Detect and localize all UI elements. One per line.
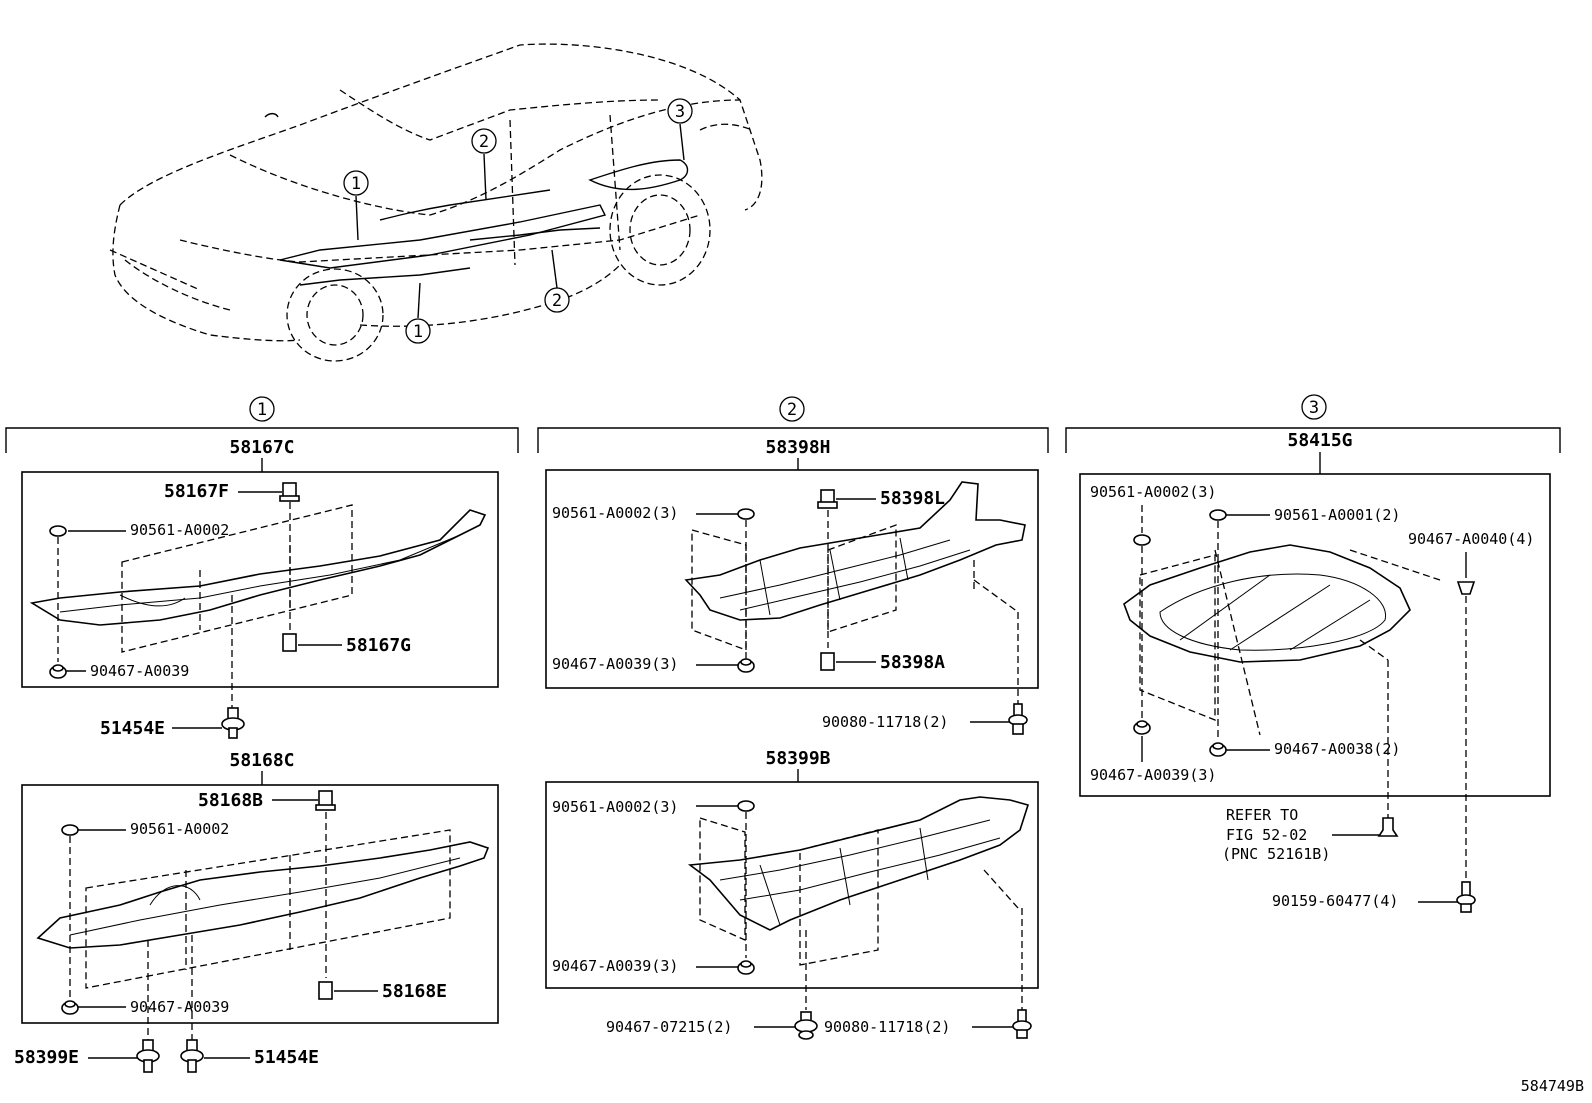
group-2: 2 58398H 90561-A0002(3) 58398L 90467-A00… [537, 396, 1049, 1040]
refer-line-1: REFER TO [1226, 806, 1298, 824]
clip-90080-11718-g2l [1012, 1009, 1032, 1039]
group-3-header: 58415G [1287, 430, 1352, 451]
clip-90467-a0039-g1 [49, 664, 67, 679]
clip-58168e [318, 981, 333, 1000]
cover-58415g [1123, 544, 1411, 663]
clip-90159-60477 [1456, 881, 1476, 913]
group-1-circle: 1 [249, 396, 275, 422]
clip-90467-a0039-g3 [1133, 720, 1151, 735]
label-90561-a0002-g3: 90561-A0002(3) [1090, 483, 1216, 501]
clip-51454e-g1 [221, 707, 245, 739]
car-callout-2-top: 2 [471, 128, 497, 154]
clip-90467-a0040 [1456, 581, 1476, 595]
svg-text:1: 1 [257, 400, 267, 420]
label-90080-11718-g2: 90080-11718(2) [822, 713, 948, 731]
label-51454e-g1l: 51454E [254, 1047, 319, 1068]
label-51454e-g1: 51454E [100, 718, 165, 739]
label-90467-a0039-g1: 90467-A0039 [90, 662, 189, 680]
refer-line-3: (PNC 52161B) [1222, 845, 1330, 863]
clip-58398l [817, 489, 838, 509]
clip-90080-11718-g2 [1008, 703, 1028, 735]
clip-90467-07215 [794, 1011, 818, 1040]
group-3: 3 58415G 90561-A0002(3) 90561-A0001(2) 9… [1065, 394, 1561, 913]
group-2-lower-header: 58399B [765, 748, 830, 769]
clip-90561-a0001 [1209, 509, 1227, 521]
label-90467-a0038: 90467-A0038(2) [1274, 740, 1400, 758]
clip-90561-a0002-g2 [737, 508, 755, 520]
label-90467-a0039-g3: 90467-A0039(3) [1090, 766, 1216, 784]
clip-58167f [279, 482, 300, 502]
svg-text:1: 1 [351, 174, 361, 194]
group-3-circle: 3 [1301, 394, 1327, 420]
group-1-box [21, 471, 499, 688]
label-90467-a0039-g2l: 90467-A0039(3) [552, 957, 678, 975]
label-90561-a0002-g1l: 90561-A0002 [130, 820, 229, 838]
label-90561-a0001: 90561-A0001(2) [1274, 506, 1400, 524]
group-2-circle: 2 [779, 396, 805, 422]
label-90467-a0039-g1l: 90467-A0039 [130, 998, 229, 1016]
clip-90561-a0002-g1l [61, 824, 79, 836]
group-2-lower-box [545, 781, 1039, 989]
clip-58398a [820, 652, 835, 671]
car-illustration: 1 2 3 2 1 [109, 43, 763, 362]
group-3-box [1079, 473, 1551, 797]
label-90467-a0040: 90467-A0040(4) [1408, 530, 1534, 548]
refer-line-2: FIG 52-02 [1226, 826, 1307, 844]
group-1-header: 58167C [229, 437, 294, 458]
svg-text:2: 2 [787, 400, 797, 420]
clip-51454e-g1l [180, 1039, 204, 1073]
label-90159-60477: 90159-60477(4) [1272, 892, 1398, 910]
label-58168e: 58168E [382, 981, 447, 1002]
label-90467-07215: 90467-07215(2) [606, 1018, 732, 1036]
cover-58399b [687, 796, 1030, 931]
cover-58398h [684, 481, 1026, 621]
clip-52161b [1377, 817, 1399, 837]
group-2-header: 58398H [765, 437, 830, 458]
cover-58167c [29, 509, 487, 626]
label-58168b: 58168B [198, 790, 263, 811]
group-2-box [545, 469, 1039, 689]
cover-58168c [36, 841, 490, 949]
clip-90467-a0039-g2l [737, 960, 755, 975]
car-callout-1-top: 1 [343, 170, 369, 196]
clip-58167g [282, 633, 297, 652]
label-58167f: 58167F [164, 481, 229, 502]
clip-90561-a0002-g3 [1133, 534, 1151, 546]
group-1-lower-box [21, 784, 499, 1024]
group-1-lower-header: 58168C [229, 750, 294, 771]
clip-90561-a0002-g1 [49, 525, 67, 537]
label-58167g: 58167G [346, 635, 411, 656]
label-58398a: 58398A [880, 652, 945, 673]
clip-90467-a0039-g2 [737, 658, 755, 673]
label-90561-a0002-g2l: 90561-A0002(3) [552, 798, 678, 816]
label-90467-a0039-g2: 90467-A0039(3) [552, 655, 678, 673]
group-1: 1 58167C 58167F 90561-A0002 58167G 90467… [5, 396, 519, 1073]
label-90561-a0002-g2: 90561-A0002(3) [552, 504, 678, 522]
clip-90467-a0039-g1l [61, 1000, 79, 1015]
car-callout-1-bottom: 1 [405, 318, 431, 344]
car-callout-3: 3 [667, 98, 693, 124]
label-90080-11718-g2l: 90080-11718(2) [824, 1018, 950, 1036]
figure-code: 584749B [1521, 1077, 1584, 1095]
label-90561-a0002-g1: 90561-A0002 [130, 521, 229, 539]
svg-text:2: 2 [479, 132, 489, 152]
svg-text:3: 3 [675, 102, 685, 122]
label-58399e: 58399E [14, 1047, 79, 1068]
clip-58168b [315, 790, 336, 811]
label-58398l: 58398L [880, 488, 945, 509]
svg-text:3: 3 [1309, 398, 1319, 418]
clip-90467-a0038 [1209, 742, 1227, 757]
car-callout-2-bottom: 2 [544, 287, 570, 313]
svg-text:2: 2 [552, 291, 562, 311]
clip-58399e [136, 1039, 160, 1073]
clip-90561-a0002-g2l [737, 800, 755, 812]
svg-text:1: 1 [413, 322, 423, 342]
